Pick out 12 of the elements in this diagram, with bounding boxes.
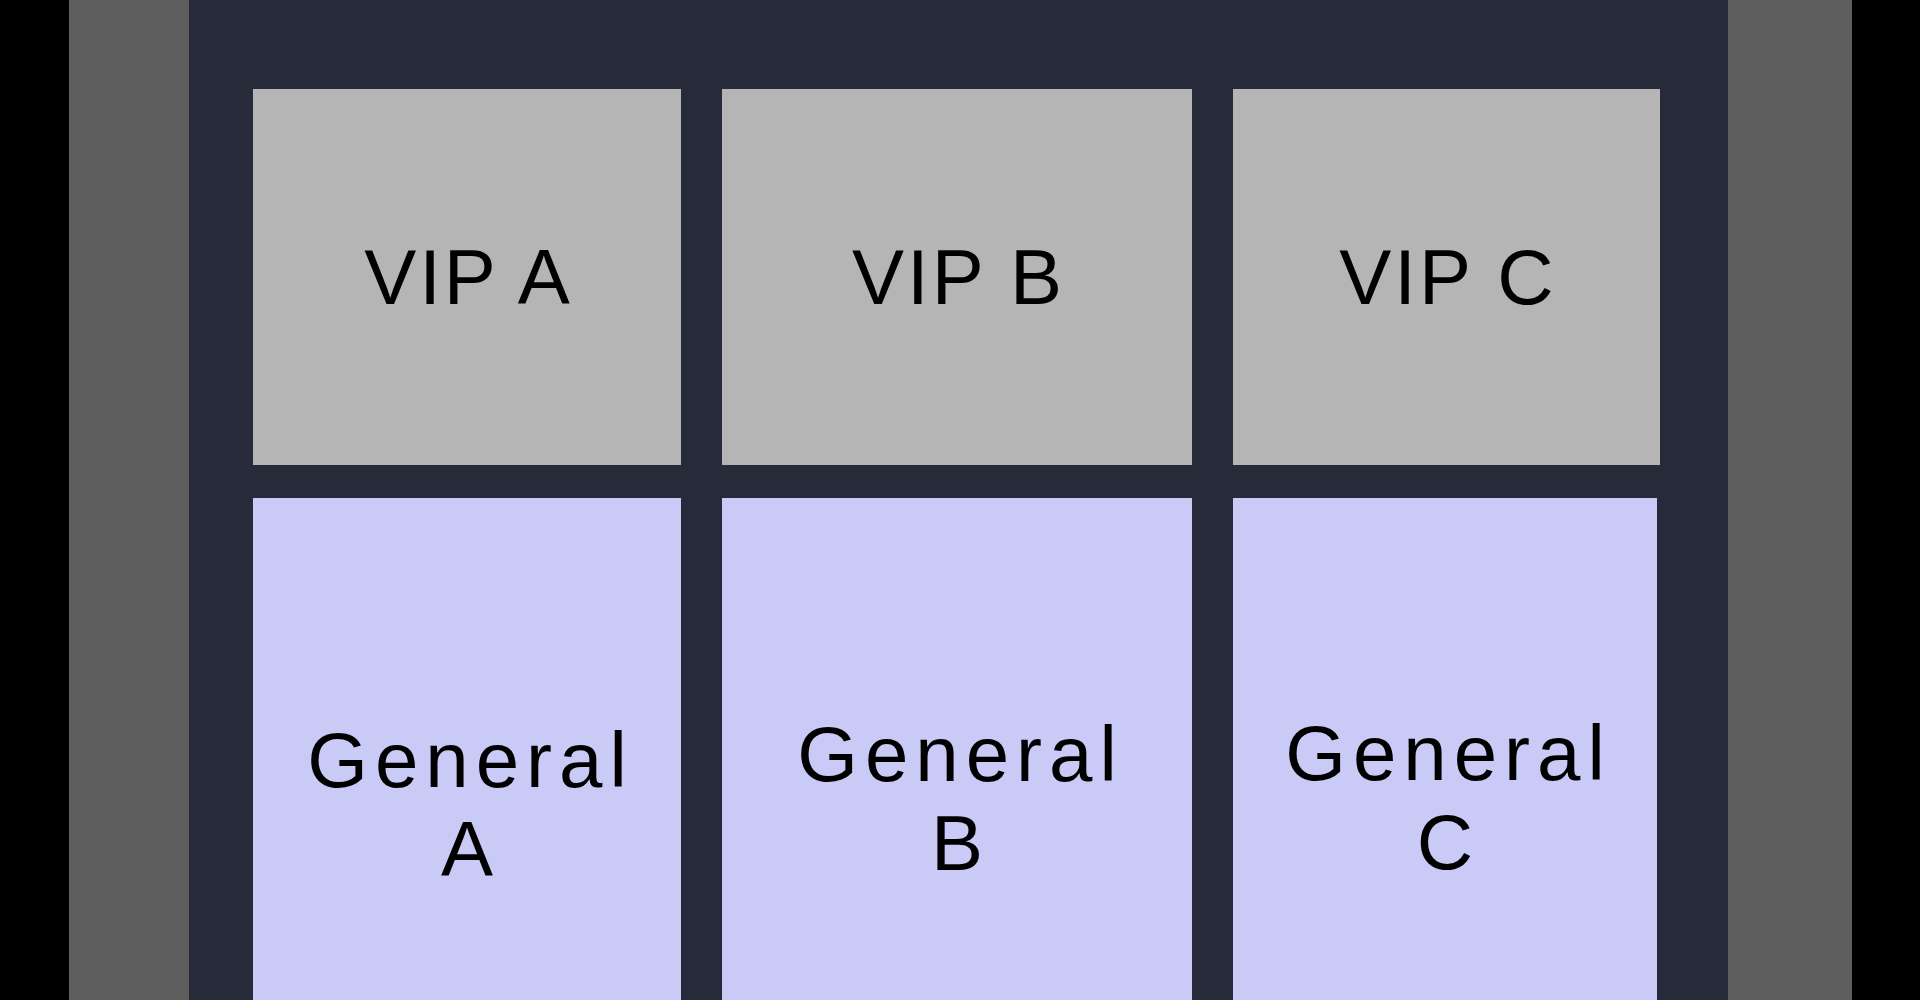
vip-section <box>1233 89 1660 465</box>
section-label: General B <box>796 710 1125 888</box>
vip-section <box>722 89 1192 465</box>
section-label: VIP C <box>1338 232 1557 322</box>
general-section <box>1233 498 1657 1000</box>
section-label: General C <box>1284 709 1613 887</box>
section-label: VIP A <box>363 232 573 322</box>
vip-section <box>253 89 681 465</box>
general-section <box>722 498 1192 1000</box>
section-label: General A <box>306 716 635 894</box>
section-label: VIP B <box>851 232 1065 322</box>
general-section <box>253 498 681 1000</box>
